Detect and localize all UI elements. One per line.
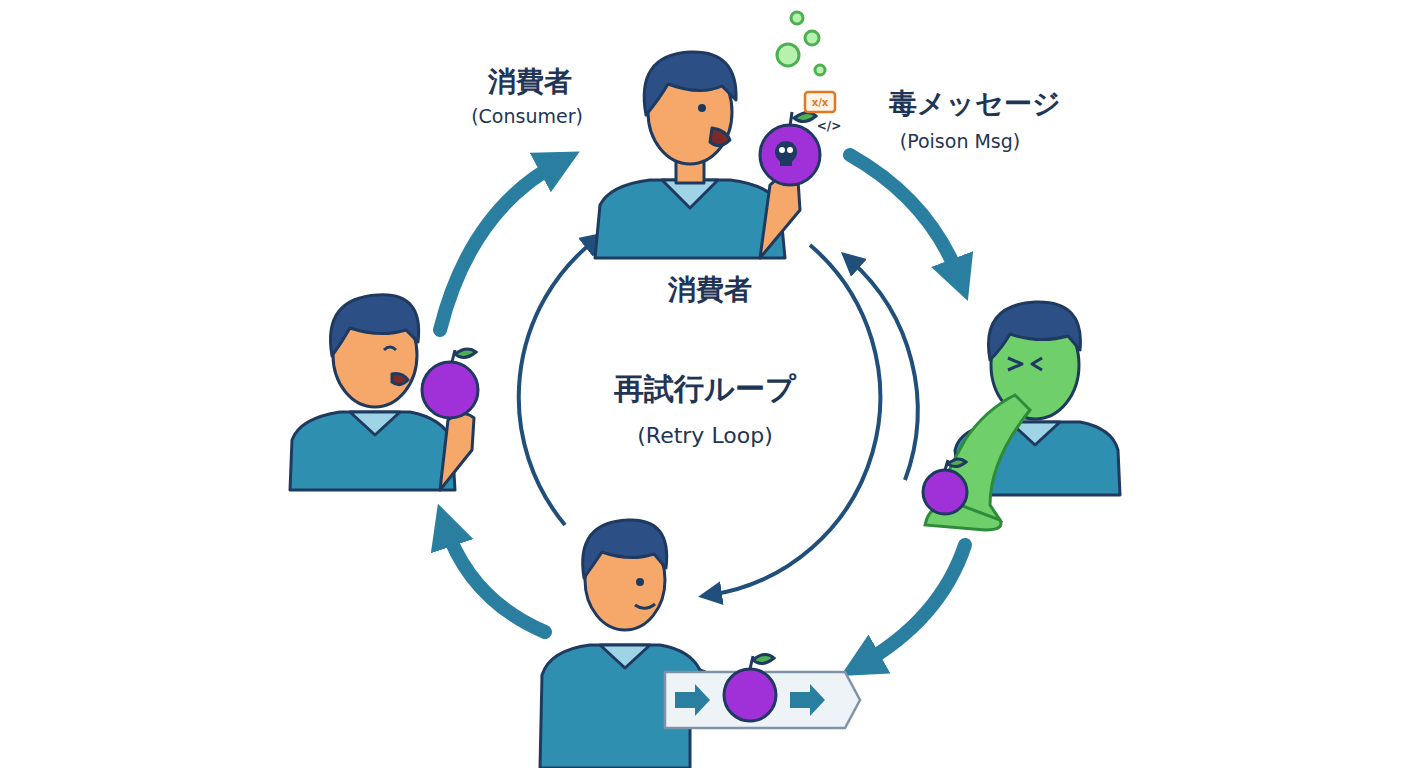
retry-loop-arrows-part (519, 240, 595, 525)
producer-figure-part (583, 520, 667, 578)
producer-figure-part (636, 578, 644, 586)
happy-consumer-figure-part (392, 374, 408, 385)
consumer-figure-part (760, 176, 800, 258)
sick-figure-part (1032, 358, 1042, 370)
vomit (923, 395, 1030, 530)
code-icon-text: x/x (812, 97, 829, 108)
poison-bubbles-part (777, 44, 799, 66)
poison-bubbles (777, 12, 825, 75)
consumer-figure-part (644, 52, 736, 115)
consumer-figure-part (698, 104, 706, 112)
producer-figure-part (600, 645, 650, 668)
message-queue-part (750, 656, 753, 669)
vomit-part (923, 470, 967, 514)
figure-label: 消費者 (668, 275, 752, 306)
sick-figure-part (1008, 358, 1022, 370)
cycle-arrows (440, 155, 965, 665)
happy-consumer-figure-part (290, 412, 455, 490)
happy-consumer-figure-part (384, 347, 396, 350)
loop-label-en: (Retry Loop) (637, 424, 772, 448)
retry-loop-arrows (519, 240, 918, 595)
message-queue-part (724, 669, 776, 721)
code-icon-part (805, 92, 835, 112)
vomit-part (948, 459, 966, 467)
message-queue-part (790, 684, 825, 716)
figure-label-en: (Consumer) (471, 106, 583, 127)
consumer-figure-part (595, 180, 785, 258)
poison-label: 毒メッセージ (889, 89, 1061, 120)
consumer-figure-part (710, 128, 730, 146)
apple-part (455, 349, 476, 358)
producer-figure-part (635, 604, 655, 608)
message-queue-part (753, 654, 774, 663)
code-icon-text: </> (817, 120, 842, 133)
retry-loop-arrows-part (850, 260, 918, 480)
happy-consumer-figure-part (350, 412, 400, 435)
poison-bubbles-part (791, 12, 803, 24)
poison-apple (760, 112, 820, 185)
poison-apple-part (794, 112, 816, 121)
cycle-arrows-part (445, 525, 545, 632)
figure-label: 消費者 (488, 67, 572, 98)
happy-consumer-figure-part (330, 295, 418, 356)
loop-label: 再試行ループ (614, 372, 796, 405)
code-icon (805, 92, 835, 112)
cycle-arrows-part (860, 545, 965, 665)
apple (422, 349, 478, 418)
poison-label-en: (Poison Msg) (900, 131, 1020, 152)
poison-bubbles-part (815, 65, 825, 75)
apple-part (422, 362, 478, 418)
producer-figure (540, 520, 755, 768)
apple-part (452, 350, 455, 362)
poison-apple-part (787, 147, 793, 153)
message-queue-part (675, 684, 710, 716)
poison-apple-part (775, 141, 797, 163)
poison-bubbles-part (805, 31, 819, 45)
poison-apple-part (779, 147, 785, 153)
poison-apple-part (760, 125, 820, 185)
poison-apple-part (780, 160, 792, 166)
cycle-arrows-part (850, 155, 960, 280)
sick-figure-part (988, 302, 1080, 360)
message-queue (665, 654, 860, 728)
happy-consumer-figure-part (440, 413, 474, 490)
poison-apple-part (790, 112, 792, 126)
